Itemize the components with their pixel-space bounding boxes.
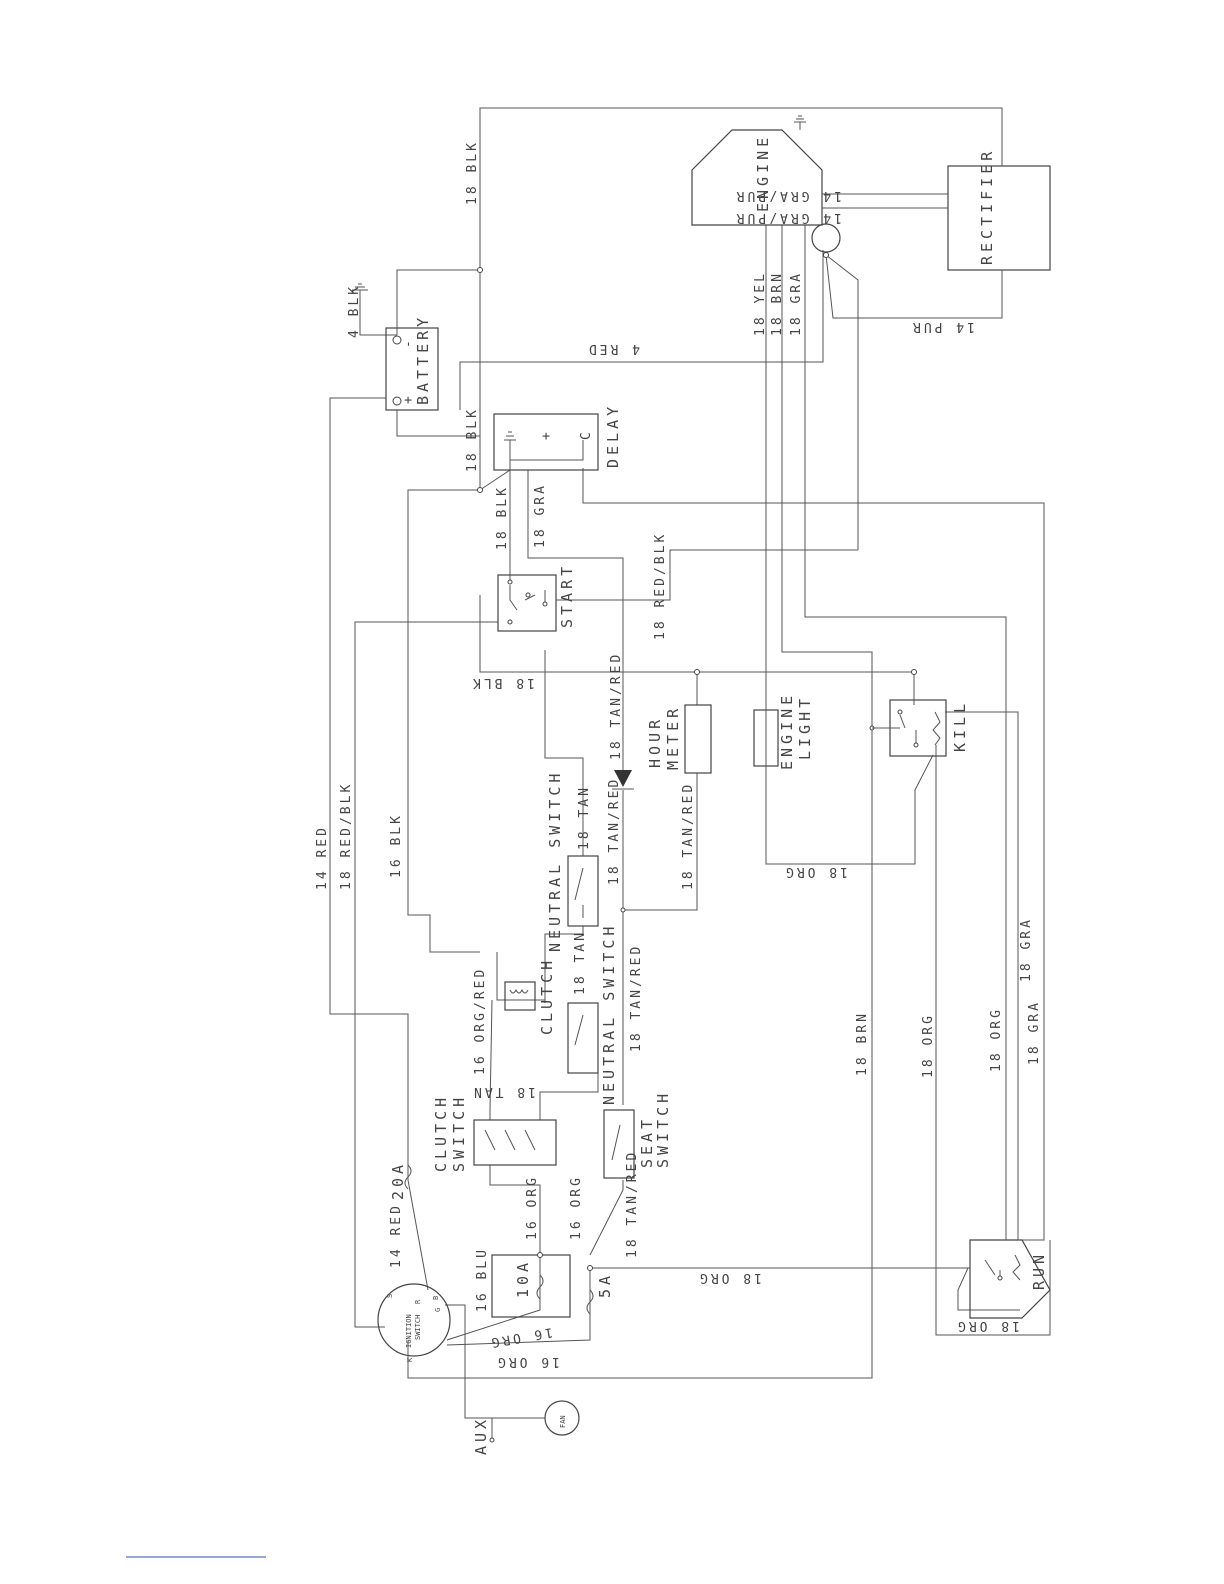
neutral-switch-bottom-label: NEUTRAL SWITCH [600, 923, 618, 1105]
wire-label: 14 GRA/PUR [734, 210, 842, 225]
run-label: RUN [1030, 1251, 1048, 1290]
clutch-switch-label-2: SWITCH [450, 1094, 468, 1172]
fuse-5a-label: 5A [596, 1272, 614, 1298]
component-shapes [352, 115, 1051, 1443]
clutch-switch-box [473, 1119, 557, 1166]
wire-label: 14 GRA/PUR [734, 188, 842, 203]
wire-label: 18 YEL [753, 271, 768, 336]
engine-label: ENGINE [754, 134, 772, 212]
wire-label: 16 ORG [487, 1324, 554, 1350]
neutral-switch-top-box [567, 855, 599, 927]
wire-label: 16 BLU [475, 1247, 490, 1312]
wire-label: 16 ORG [525, 1175, 540, 1240]
wire-label: 18 TAN [471, 1084, 536, 1099]
wire-label: 18 GRA [789, 271, 804, 336]
wire-label: 18 RED/BLK [339, 782, 354, 890]
seat-switch-label-2: SWITCH [654, 1090, 672, 1168]
start-relay-box [497, 574, 557, 632]
wire-label: 18 TAN/RED [681, 782, 696, 890]
wire-label: 14 PUR [910, 319, 975, 334]
wire-label: 14 RED [315, 825, 330, 890]
fuse-20a-label: 20A [389, 1161, 407, 1200]
battery-box [385, 327, 439, 411]
wire-label: 18 ORG [697, 1270, 762, 1285]
clutch-label: CLUTCH [538, 957, 556, 1035]
kill-label: KILL [951, 700, 969, 752]
aux-label: AUX [472, 1416, 490, 1455]
wire-label: 16 ORG/RED [473, 967, 488, 1075]
clutch-coil-box [504, 981, 536, 1011]
component-labels: ENGINE RECTIFIER BATTERY - + DELAY + C S… [386, 134, 1048, 1455]
wire-label: 4 BLK [347, 284, 362, 338]
fuse-10a-label: 10A [514, 1259, 532, 1298]
ignition-b: B [432, 1296, 440, 1300]
fan-body [544, 1400, 580, 1436]
wire-lines [329, 107, 1051, 1440]
delay-c: C [579, 429, 594, 440]
battery-label: BATTERY [414, 314, 432, 405]
wire-label: 18 BLK [470, 675, 535, 690]
wire-label: 18 TAN/RED [609, 652, 624, 760]
engine-light-box [753, 709, 779, 767]
neutral-switch-top-label: NEUTRAL SWITCH [546, 770, 564, 952]
wire-label: 14 RED [389, 1203, 404, 1268]
wire-label: 18 GRA [1019, 917, 1034, 982]
wire-label: 4 RED [586, 341, 640, 356]
engine-light-label-2: LIGHT [796, 695, 814, 760]
battery-neg: - [401, 337, 416, 348]
wire-label: 18 TAN/RED [625, 1150, 640, 1258]
wire-label: 18 BLK [465, 407, 480, 472]
wire-label: 18 BRN [855, 1011, 870, 1076]
battery-pos: + [401, 393, 416, 404]
delay-label: DELAY [604, 403, 622, 468]
engine-body [691, 129, 823, 226]
start-label: START [558, 563, 576, 628]
rectifier-label: RECTIFIER [978, 148, 996, 265]
wire-label: 18 BRN [770, 271, 785, 336]
wire-label: 18 ORG [989, 1007, 1004, 1072]
run-relay-body [969, 1239, 1051, 1319]
wire-label: 18 ORG [921, 1013, 936, 1078]
ignition-g: G [434, 1308, 442, 1312]
wire-label: 18 TAN [573, 930, 588, 995]
hour-meter-label-1: HOUR [646, 716, 664, 768]
wire-label: 18 ORG [783, 864, 848, 879]
wire-label: 18 TAN [577, 785, 592, 850]
wire-label: 18 TAN/RED [629, 944, 644, 1052]
fuse-10a-box [491, 1254, 571, 1318]
wire-label: 18 GRA [533, 483, 548, 548]
wire-label: 16 BLK [389, 813, 404, 878]
alternator-symbol [811, 223, 841, 253]
rectifier-box [947, 165, 1051, 271]
wire-label: 18 GRA [1027, 1000, 1042, 1065]
ignition-r: R [414, 1299, 422, 1304]
diode-symbol [614, 770, 632, 787]
wire-label: 18 BLK [495, 485, 510, 550]
ignition-s: S [386, 1294, 394, 1298]
wire-label: 18 TAN/RED [607, 777, 622, 885]
wire-label: 16 ORG [569, 1175, 584, 1240]
engine-light-label-1: ENGINE [778, 692, 796, 770]
ignition-label-1: IGNITION [405, 1314, 413, 1348]
hour-meter-label-2: METER [664, 705, 682, 770]
wire-label: 18 RED/BLK [653, 532, 668, 640]
neutral-switch-bottom-box [567, 1002, 599, 1074]
hour-meter-box [684, 704, 712, 774]
delay-box [493, 413, 599, 471]
ignition-k: K [406, 1357, 414, 1362]
wire-label: 16 ORG [495, 1354, 560, 1369]
ignition-switch-body [377, 1283, 451, 1357]
seat-switch-box [603, 1109, 635, 1179]
clutch-switch-label-1: CLUTCH [432, 1094, 450, 1172]
wire-label: 18 BLK [465, 140, 480, 205]
ignition-label-2: SWITCH [414, 1315, 422, 1340]
delay-pos: + [539, 429, 554, 440]
wire-label: 18 ORG [955, 1318, 1020, 1333]
seat-switch-label-1: SEAT [638, 1116, 656, 1168]
fan-label: FAN [559, 1415, 567, 1428]
